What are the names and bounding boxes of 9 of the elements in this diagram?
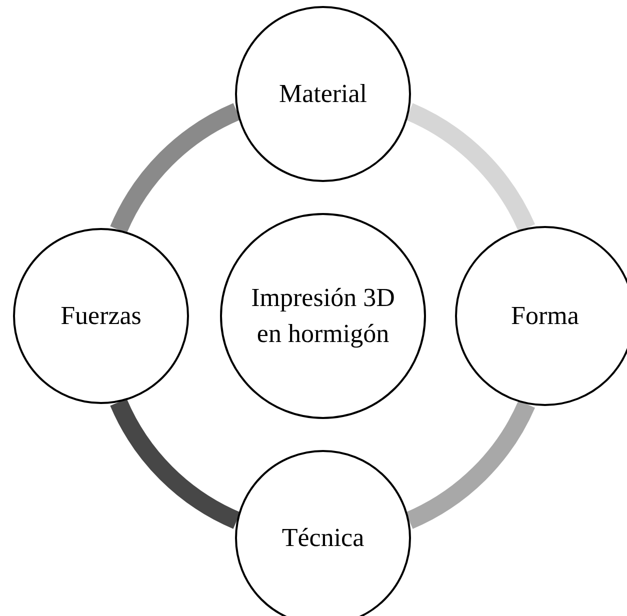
ring-segment (110, 103, 241, 234)
node-label: Fuerzas (60, 300, 142, 332)
ring-segment (405, 400, 535, 529)
node-label: Impresión 3D en hormigón (250, 282, 396, 350)
node-label: Técnica (282, 522, 364, 554)
node-label: Material (278, 78, 368, 110)
node-label: Forma (511, 300, 579, 332)
ring-segment (110, 398, 241, 529)
ring-segment (405, 103, 535, 232)
